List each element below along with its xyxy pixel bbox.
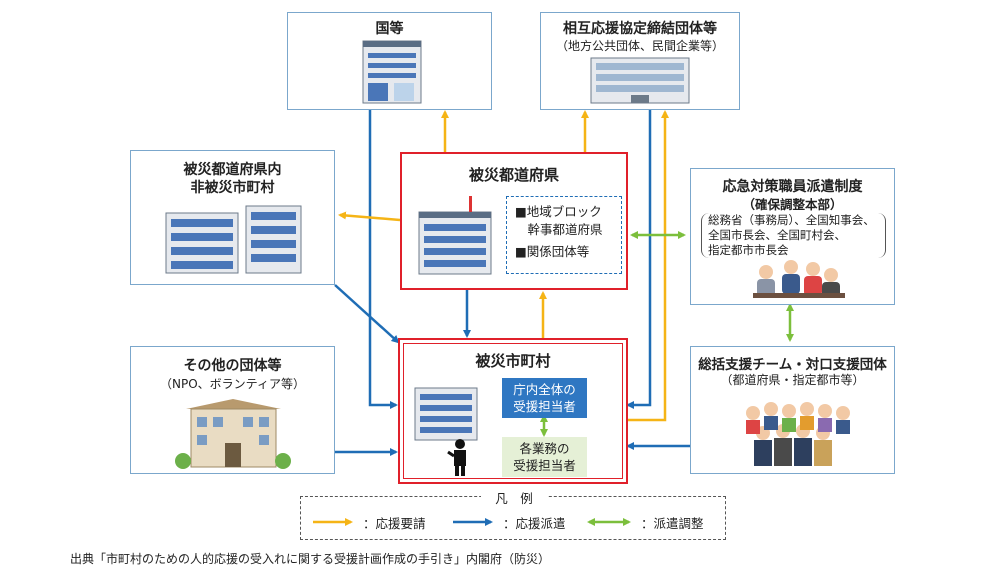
task-staff-line: 各業務の <box>519 441 570 456</box>
legend-coordination: ：派遣調整 <box>641 516 704 531</box>
node-emergency-dispatch: 応急対策職員派遣制度 （確保調整本部） 総務省（事務局）、全国知事会、 全国市長… <box>690 168 895 305</box>
office-building-icon <box>590 57 690 104</box>
node-affected-muni-title: 被災市町村 <box>475 352 551 370</box>
coordinator-line: 受援担当者 <box>513 399 576 414</box>
muni-task-staff-label: 各業務の 受援担当者 <box>502 437 587 477</box>
emergency-member: 総務省（事務局）、全国知事会、 <box>708 213 875 227</box>
node-support-title: 総括支援チーム・対口支援団体 <box>698 357 887 373</box>
emergency-member: 指定都市市長会 <box>708 243 789 257</box>
node-mutual: 相互応援協定締結団体等 （地方公共団体、民間企業等） <box>540 12 740 110</box>
node-pref-munis-title-2: 非被災市町村 <box>190 180 275 196</box>
arrow-mutual-to-muni <box>626 110 652 409</box>
arrow-kuni-to-muni <box>368 110 398 409</box>
arrow-pref-to-prefmuni <box>338 211 401 222</box>
emergency-member: 全国市長会、全国町村会、 <box>708 228 846 242</box>
affected-pref-item: ■関係団体等 <box>515 244 590 259</box>
node-other-subtitle: （NPO、ボランティア等） <box>160 377 305 391</box>
node-affected-muni: 被災市町村 庁内全体の 受援担当者 各業務の 受援担当者 <box>398 338 628 484</box>
node-mutual-subtitle: （地方公共団体、民間企業等） <box>555 39 724 53</box>
legend: 凡 例 ：応援要請 ：応援派遣 ：派遣調整 <box>300 488 726 540</box>
node-mutual-title: 相互応援協定締結団体等 <box>563 21 717 37</box>
source-citation: 出典「市町村のための人的応援の受入れに関する受援計画作成の手引き」内閣府（防災） <box>70 552 551 566</box>
legend-dispatch: ：応援派遣 <box>503 516 566 531</box>
node-kuni-title: 国等 <box>375 21 404 37</box>
node-other: その他の団体等 （NPO、ボランティア等） <box>130 346 335 474</box>
person-icon <box>447 439 466 476</box>
affected-pref-item: ■地域ブロック <box>515 204 602 219</box>
coordinator-line: 庁内全体の <box>513 382 576 397</box>
prefectural-office-icon <box>418 196 492 275</box>
community-building-icon <box>175 399 291 469</box>
arrow-prefmuni-to-muni <box>334 284 400 344</box>
legend-request: ：応援要請 <box>363 516 426 531</box>
node-emergency-title-2: （確保調整本部） <box>742 197 843 212</box>
node-pref-munis: 被災都道府県内 非被災市町村 <box>130 150 335 285</box>
muni-coordinator-label: 庁内全体の 受援担当者 <box>502 378 587 418</box>
task-staff-line: 受援担当者 <box>513 458 576 473</box>
node-emergency-members: 総務省（事務局）、全国知事会、 全国市長会、全国町村会、 指定都市市長会 <box>701 213 886 258</box>
affected-pref-item: 幹事都道府県 <box>515 222 603 237</box>
node-kuni: 国等 <box>287 12 492 110</box>
node-support-team: 総括支援チーム・対口支援団体 （都道府県・指定都市等） <box>690 346 895 474</box>
meeting-people-icon <box>753 260 845 298</box>
node-affected-pref-items: ■地域ブロック 幹事都道府県 ■関係団体等 <box>506 196 622 274</box>
municipal-office-icon <box>414 387 548 476</box>
government-building-icon <box>362 40 422 104</box>
node-affected-pref-title: 被災都道府県 <box>468 166 559 184</box>
support-group-people-icon <box>746 402 850 466</box>
arrow-muni-to-mutual <box>628 110 669 422</box>
node-emergency-title-1: 応急対策職員派遣制度 <box>722 179 863 195</box>
legend-arrows <box>313 518 631 526</box>
node-affected-pref: 被災都道府県 ■地域ブロック 幹事都道府県 ■関係団体等 <box>400 152 628 290</box>
legend-title: 凡 例 <box>481 488 547 507</box>
node-pref-munis-title-1: 被災都道府県内 <box>183 162 282 178</box>
city-buildings-icon <box>165 205 302 274</box>
node-support-subtitle: （都道府県・指定都市等） <box>720 373 865 387</box>
node-other-title: その他の団体等 <box>183 358 282 374</box>
